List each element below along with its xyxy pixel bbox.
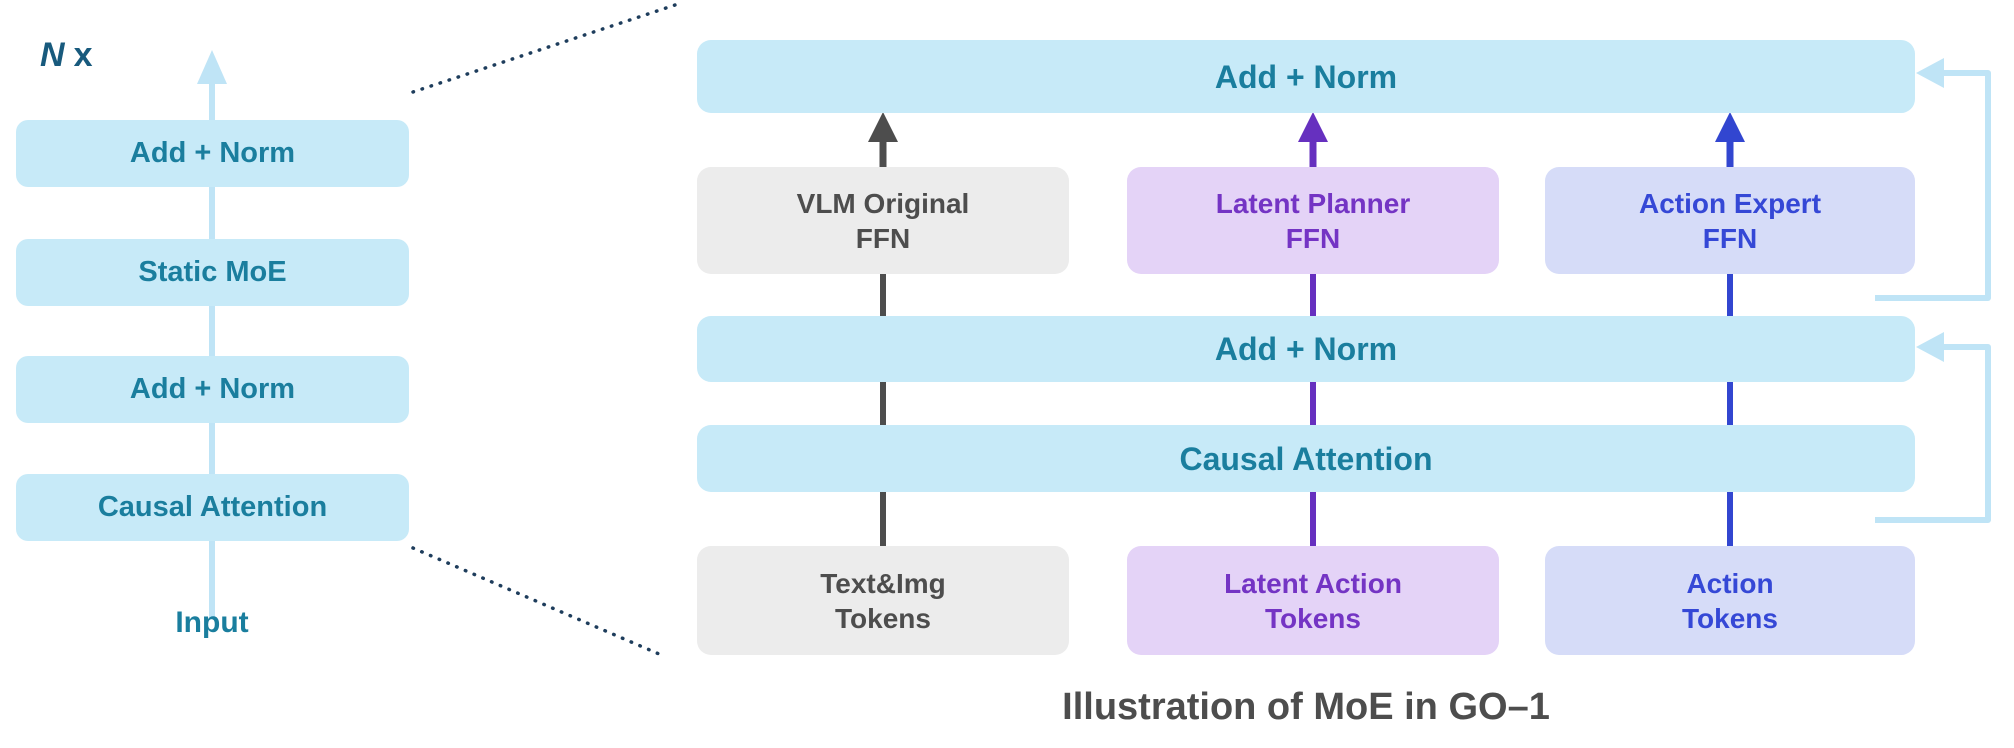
dotted-expansion-line-top <box>411 2 680 94</box>
ffn-label-line2: FFN <box>1702 222 1758 254</box>
action-expert-up-arrow-icon <box>1715 112 1745 170</box>
left-block-label: Static MoE <box>138 256 287 289</box>
latent-planner-ffn-box: Latent Planner FFN <box>1127 167 1499 274</box>
vlm-ffn-up-arrow-icon <box>868 112 898 170</box>
mid-add-norm-bar: Add + Norm <box>697 316 1915 382</box>
repeat-n: N <box>40 36 65 74</box>
token-label-line2: Tokens <box>835 602 931 634</box>
action-expert-ffn-box: Action Expert FFN <box>1545 167 1915 274</box>
dotted-expansion-line-bottom <box>411 546 668 659</box>
action-tokens-box: Action Tokens <box>1545 546 1915 655</box>
text-img-tokens-box: Text&Img Tokens <box>697 546 1069 655</box>
token-label-line2: Tokens <box>1682 602 1778 634</box>
top-add-norm-bar: Add + Norm <box>697 40 1915 113</box>
ffn-label-line2: FFN <box>1285 222 1341 254</box>
ffn-label-line1: Latent Planner <box>1215 187 1411 219</box>
ffn-label-line1: VLM Original <box>796 187 970 219</box>
left-block-add-norm-top: Add + Norm <box>16 120 409 187</box>
left-block-label: Add + Norm <box>129 373 296 406</box>
left-block-add-norm-bottom: Add + Norm <box>16 356 409 423</box>
bar-label: Causal Attention <box>1179 440 1433 477</box>
ffn-label-line1: Action Expert <box>1638 187 1822 219</box>
diagram-caption: Illustration of MoE in GO–1 <box>1062 686 1550 728</box>
bar-label: Add + Norm <box>1214 58 1398 95</box>
token-label-line1: Action <box>1686 567 1774 599</box>
vlm-original-ffn-box: VLM Original FFN <box>697 167 1069 274</box>
token-label-line2: Tokens <box>1265 602 1361 634</box>
latent-planner-up-arrow-icon <box>1298 112 1328 170</box>
token-label-line1: Latent Action <box>1224 567 1402 599</box>
input-label: Input <box>175 606 249 639</box>
causal-attention-bar: Causal Attention <box>697 425 1915 492</box>
left-block-label: Add + Norm <box>129 137 296 170</box>
left-block-static-moe: Static MoE <box>16 239 409 306</box>
ffn-label-line2: FFN <box>855 222 911 254</box>
bar-label: Add + Norm <box>1214 331 1398 367</box>
repeat-x: x <box>73 36 93 74</box>
latent-action-tokens-box: Latent Action Tokens <box>1127 546 1499 655</box>
left-block-label: Causal Attention <box>97 491 328 524</box>
token-label-line1: Text&Img <box>820 567 946 599</box>
left-block-causal-attention: Causal Attention <box>16 474 409 541</box>
